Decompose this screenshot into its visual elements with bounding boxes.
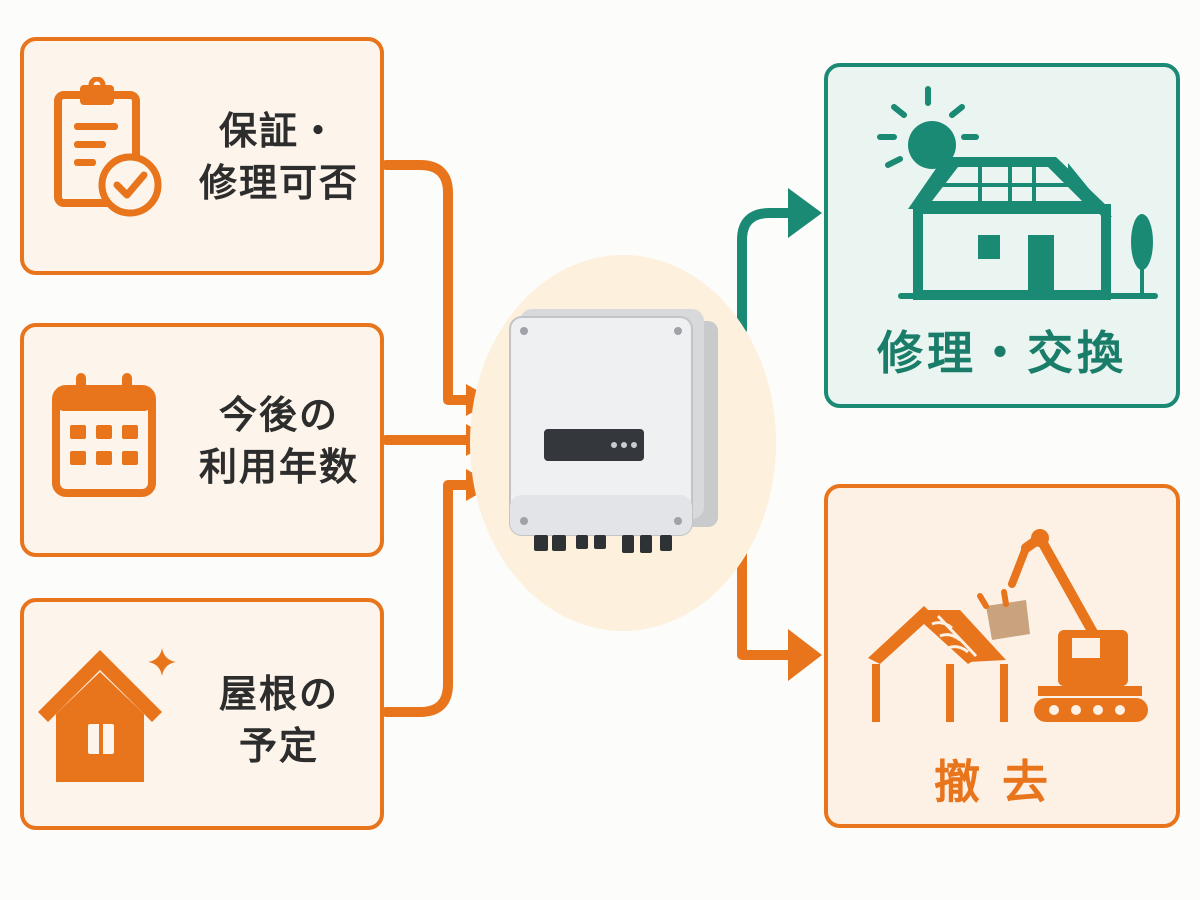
excavator-demolition-icon [868,529,1148,722]
outcome-label-remove: 撤去 [934,755,1070,809]
arrowhead-remove [788,629,822,681]
factor-label-roof: 屋根の 予定 [218,672,339,768]
arrowhead-repair [788,188,822,238]
connector-remove [737,540,797,660]
factor-card-warranty: 保証・ 修理可否 [20,37,384,275]
factor-card-years: 今後の 利用年数 [20,323,384,557]
outcome-card-remove: 撤去 [824,484,1180,828]
house-sparkle-icon [38,648,176,782]
connector-warranty [381,160,473,405]
outcome-card-repair: 修理・交換 [824,63,1180,408]
clipboard-check-icon [54,77,162,217]
power-inverter-icon [509,309,718,553]
solar-house-icon [877,86,1158,300]
outcome-label-repair: 修理・交換 [877,326,1127,380]
factor-label-warranty: 保証・ 修理可否 [198,109,359,205]
factor-card-roof: 屋根の 予定 [20,598,384,830]
connector-roof [381,480,473,717]
factor-label-years: 今後の 利用年数 [198,393,359,489]
connector-repair [737,208,795,335]
calendar-icon [52,373,156,497]
